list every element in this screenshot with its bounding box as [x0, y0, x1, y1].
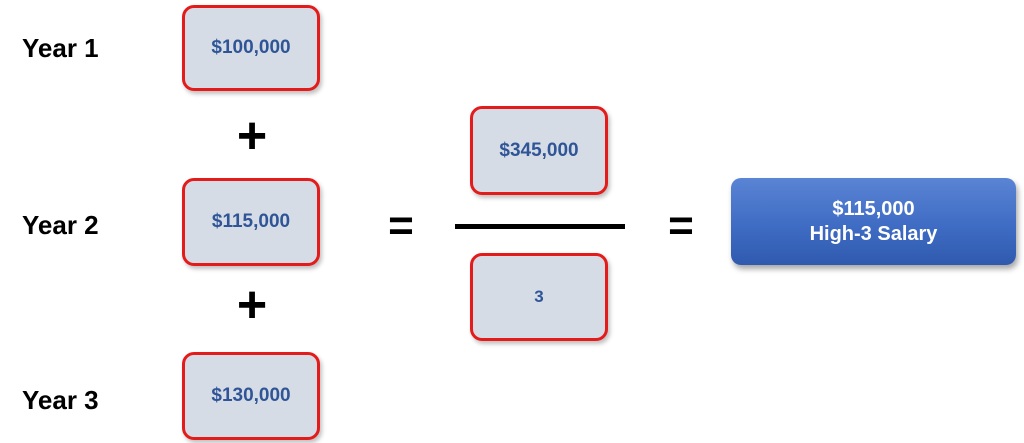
equals-operator-2: = — [668, 201, 694, 250]
high-3-salary-result: $115,000 High-3 Salary — [731, 178, 1016, 265]
year-2-amount-box: $115,000 — [182, 178, 320, 266]
result-label: High-3 Salary — [809, 222, 938, 245]
year-2-label: Year 2 — [22, 210, 99, 240]
fraction-bar — [455, 224, 625, 229]
year-3-label: Year 3 — [22, 385, 99, 415]
plus-operator-2: + — [236, 276, 268, 334]
equals-operator-1: = — [388, 201, 414, 250]
plus-operator-1: + — [236, 107, 268, 165]
result-value: $115,000 — [832, 197, 915, 220]
denominator-box: 3 — [470, 253, 608, 341]
numerator-box: $345,000 — [470, 106, 608, 195]
year-1-label: Year 1 — [22, 33, 99, 63]
year-3-amount-box: $130,000 — [182, 352, 320, 440]
year-1-amount-box: $100,000 — [182, 5, 320, 91]
